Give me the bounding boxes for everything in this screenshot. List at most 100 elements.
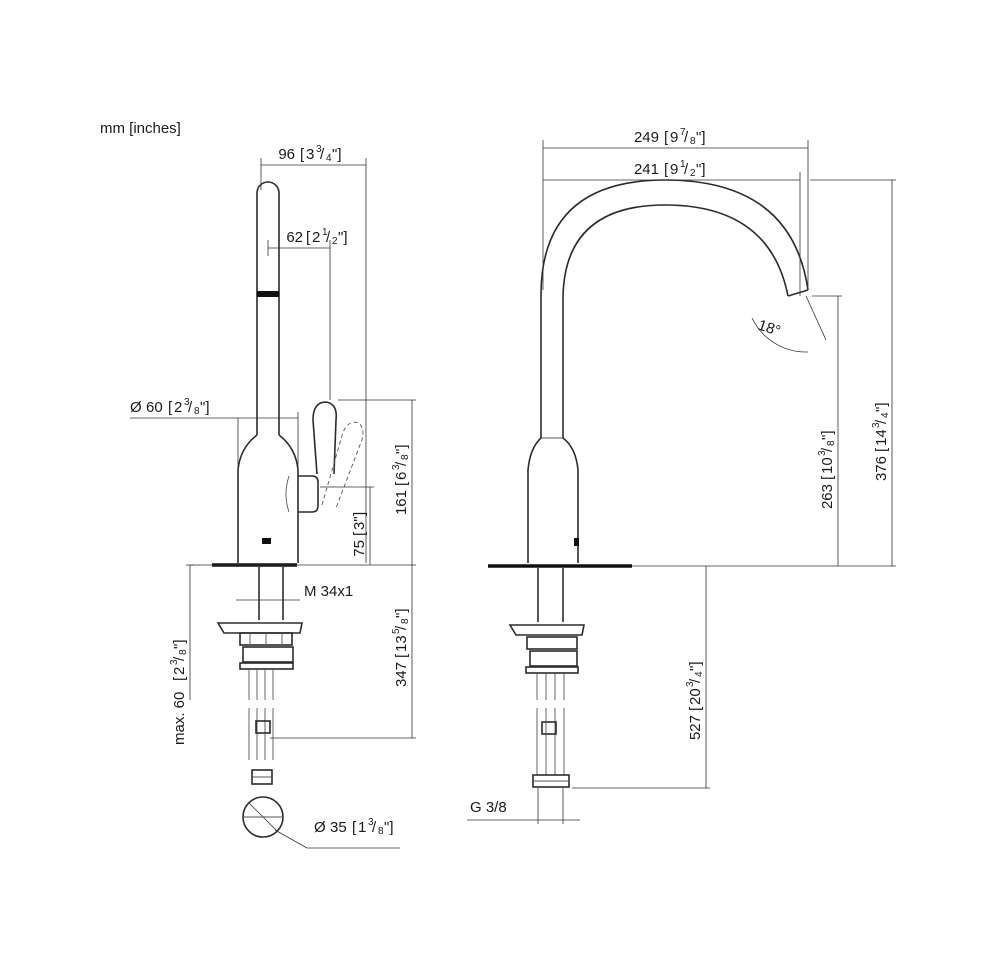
svg-text:1: 1 <box>322 227 328 238</box>
dim-shank-length: 347 [ 13 5 / 8 "] <box>391 609 411 688</box>
svg-text:8: 8 <box>400 618 411 624</box>
svg-text:9: 9 <box>670 161 678 178</box>
faucet-side-view <box>212 181 364 838</box>
svg-text:4: 4 <box>694 671 705 677</box>
svg-text:2: 2 <box>174 399 182 416</box>
svg-text:2: 2 <box>171 667 188 675</box>
svg-text:"]: "] <box>873 403 890 413</box>
svg-text:/: / <box>188 399 193 416</box>
dim-handle-offset: 62 [ 2 1 / 2 "] <box>286 227 347 247</box>
svg-text:/: / <box>320 146 325 163</box>
dim-max-counter: max. 60 [ 2 3 / 8 "] <box>169 640 189 746</box>
dim-total-height: 376 [ 14 3 / 4 "] <box>871 403 891 482</box>
svg-text:Ø: Ø <box>130 399 142 416</box>
svg-text:7: 7 <box>680 127 686 138</box>
svg-text:[: [ <box>168 399 173 416</box>
svg-text:5: 5 <box>391 628 402 634</box>
svg-text:8: 8 <box>826 440 837 446</box>
svg-text:3: 3 <box>817 450 828 456</box>
svg-text:3: 3 <box>184 397 190 408</box>
svg-text:62: 62 <box>286 229 303 246</box>
svg-text:"]: "] <box>393 609 410 619</box>
svg-text:3: 3 <box>871 422 882 428</box>
svg-text:[: [ <box>664 129 669 146</box>
svg-text:"]: "] <box>393 445 410 455</box>
svg-text:249: 249 <box>634 129 659 146</box>
svg-text:"]: "] <box>338 229 348 246</box>
svg-text:[: [ <box>171 676 188 681</box>
dim-shank-diameter: Ø 35 [ 1 3 / 8 "] <box>314 817 394 837</box>
svg-text:2: 2 <box>312 229 320 246</box>
dim-lever-axis: 75 [ 3" ] <box>351 512 368 557</box>
svg-text:"]: "] <box>200 399 210 416</box>
svg-text:14: 14 <box>873 429 890 446</box>
svg-text:3: 3 <box>685 681 696 687</box>
svg-text:96: 96 <box>278 146 295 163</box>
svg-text:1: 1 <box>358 819 366 836</box>
svg-text:6: 6 <box>393 472 410 480</box>
svg-text:2: 2 <box>332 236 338 247</box>
svg-text:9: 9 <box>670 129 678 146</box>
svg-text:[: [ <box>393 653 410 658</box>
svg-text:3: 3 <box>169 659 180 665</box>
svg-text:8: 8 <box>178 649 189 655</box>
svg-text:/: / <box>171 656 188 661</box>
svg-text:"]: "] <box>696 129 706 146</box>
svg-text:[: [ <box>306 229 311 246</box>
svg-text:/: / <box>326 229 331 246</box>
side-view-dimensions <box>130 158 416 849</box>
units-note: mm [inches] <box>100 120 181 137</box>
svg-text:3: 3 <box>306 146 314 163</box>
svg-text:/: / <box>372 819 377 836</box>
svg-text:8: 8 <box>378 826 384 837</box>
svg-text:/: / <box>393 461 410 466</box>
svg-text:60: 60 <box>146 399 163 416</box>
svg-text:"]: "] <box>687 662 704 672</box>
svg-text:]: ] <box>351 512 368 516</box>
svg-text:241: 241 <box>634 161 659 178</box>
dim-reach-inner: 241 [ 9 1 / 2 "] <box>634 159 706 179</box>
front-view-dimensions <box>467 140 896 824</box>
svg-text:347: 347 <box>393 662 410 687</box>
svg-text:"]: "] <box>171 640 188 650</box>
svg-text:[: [ <box>819 475 836 480</box>
dim-width-overall: 96 [ 3 3 / 4 "] <box>278 144 341 164</box>
svg-text:/: / <box>684 129 689 146</box>
svg-text:1: 1 <box>680 159 686 170</box>
svg-text:3": 3" <box>351 516 368 530</box>
svg-text:376: 376 <box>873 456 890 481</box>
svg-text:527: 527 <box>687 715 704 740</box>
svg-text:"]: "] <box>819 431 836 441</box>
svg-text:161: 161 <box>393 490 410 515</box>
svg-text:263: 263 <box>819 484 836 509</box>
dim-reach-outer: 249 [ 9 7 / 8 "] <box>634 127 706 147</box>
svg-text:[: [ <box>687 706 704 711</box>
svg-text:75: 75 <box>351 540 368 557</box>
svg-text:"]: "] <box>332 146 342 163</box>
svg-text:35: 35 <box>330 819 347 836</box>
dim-lever-height: 161 [ 6 3 / 8 "] <box>391 445 411 516</box>
svg-text:[: [ <box>352 819 357 836</box>
svg-text:13: 13 <box>393 635 410 652</box>
svg-text:8: 8 <box>400 454 411 460</box>
dim-total-length: 527 [ 20 3 / 4 "] <box>685 662 705 741</box>
svg-text:/: / <box>873 419 890 424</box>
svg-text:3: 3 <box>368 817 374 828</box>
svg-text:4: 4 <box>326 153 332 164</box>
svg-text:[: [ <box>873 447 890 452</box>
thread-label: M 34x1 <box>304 583 353 600</box>
svg-text:/: / <box>684 161 689 178</box>
dim-spout-height: 263 [ 10 3 / 8 "] <box>817 431 837 510</box>
svg-text:max. 60: max. 60 <box>171 692 188 745</box>
svg-text:4: 4 <box>880 412 891 418</box>
connection-label: G 3/8 <box>470 799 507 816</box>
svg-text:2: 2 <box>690 168 696 179</box>
svg-text:10: 10 <box>819 457 836 474</box>
svg-text:Ø: Ø <box>314 819 326 836</box>
svg-text:[: [ <box>351 531 368 536</box>
svg-text:"]: "] <box>384 819 394 836</box>
spout-angle-label: 18° <box>756 317 783 340</box>
svg-text:/: / <box>819 447 836 452</box>
svg-text:8: 8 <box>690 136 696 147</box>
svg-text:[: [ <box>664 161 669 178</box>
